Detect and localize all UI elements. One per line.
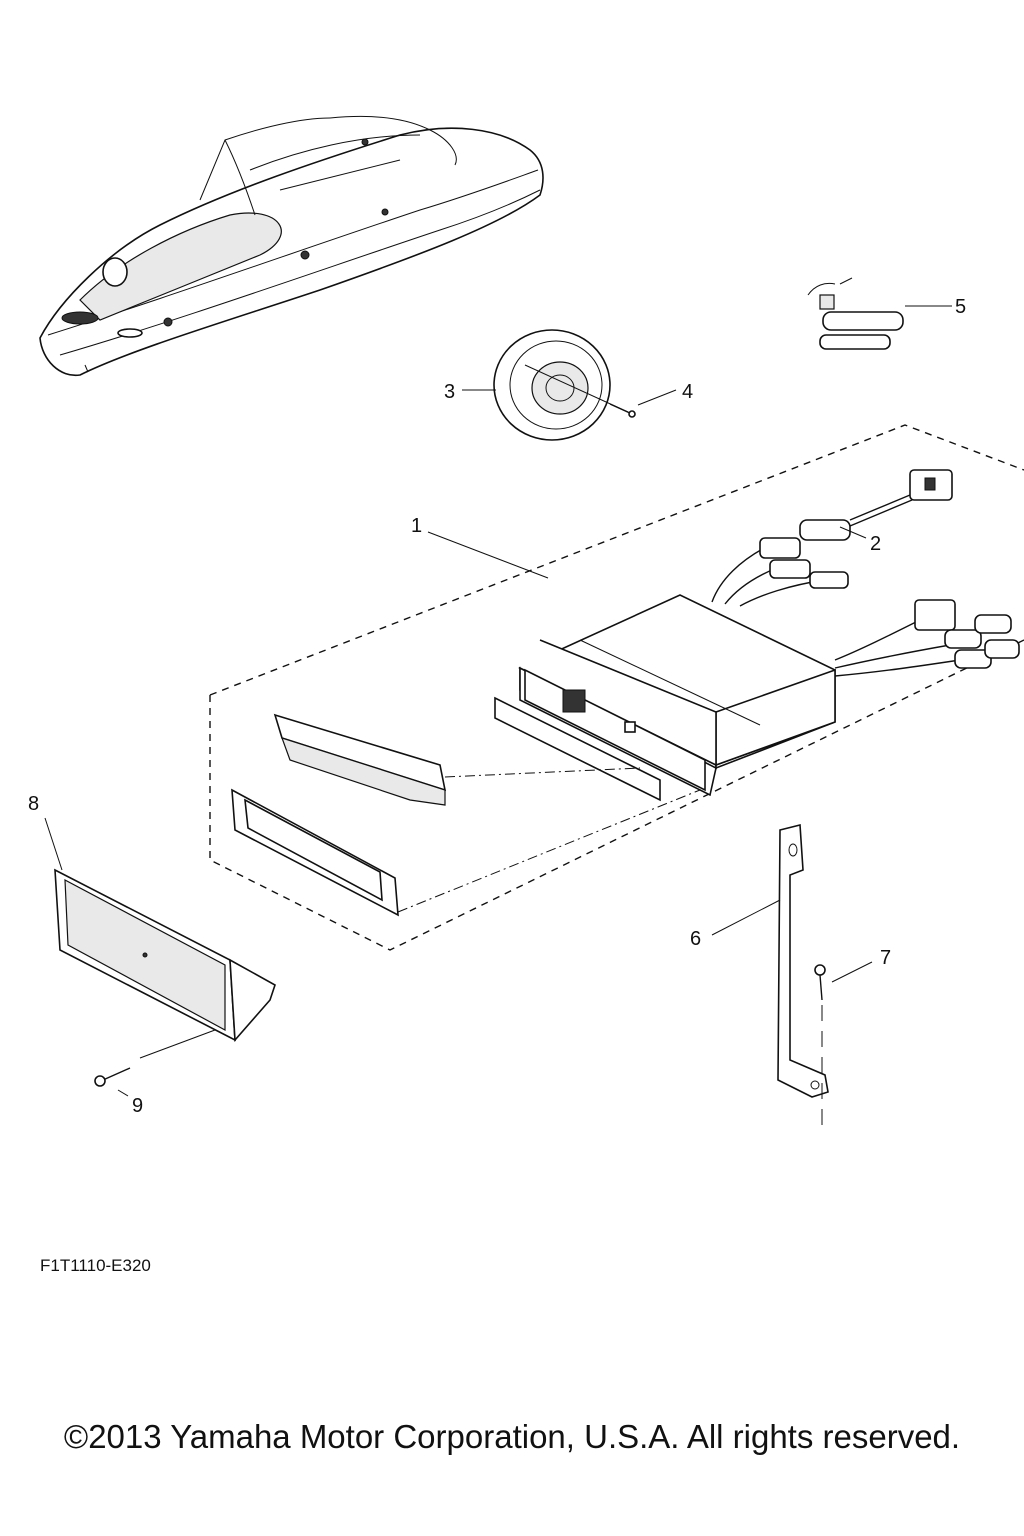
part-3-speaker xyxy=(462,329,629,441)
part-7-screw xyxy=(814,961,873,1135)
part-5-wire-clip xyxy=(807,277,952,350)
assembly-1-boundary xyxy=(209,424,1024,951)
callout-9: 9 xyxy=(132,1095,143,1117)
part-6-bracket xyxy=(711,823,829,1098)
callout-8: 8 xyxy=(28,793,39,815)
part-4-screw xyxy=(609,389,677,418)
callout-3: 3 xyxy=(444,381,455,403)
callout-5: 5 xyxy=(955,296,966,318)
boat-illustration xyxy=(39,115,544,377)
part-1-radio-unit xyxy=(494,469,1020,802)
callout-labels: 1 2 3 4 5 6 7 8 9 xyxy=(28,296,966,1117)
callout-6: 6 xyxy=(690,928,701,950)
copyright-notice: ©2013 Yamaha Motor Corporation, U.S.A. A… xyxy=(63,1418,961,1455)
callout-1: 1 xyxy=(411,515,422,537)
callout-2: 2 xyxy=(870,533,881,555)
part-9-screw xyxy=(94,1029,216,1097)
callout-7: 7 xyxy=(880,947,891,969)
part-8-cover xyxy=(44,817,276,1042)
callout-4: 4 xyxy=(682,381,693,403)
figure-code: F1T1110-E320 xyxy=(40,1256,151,1275)
part-1-trim-pieces xyxy=(231,713,701,917)
